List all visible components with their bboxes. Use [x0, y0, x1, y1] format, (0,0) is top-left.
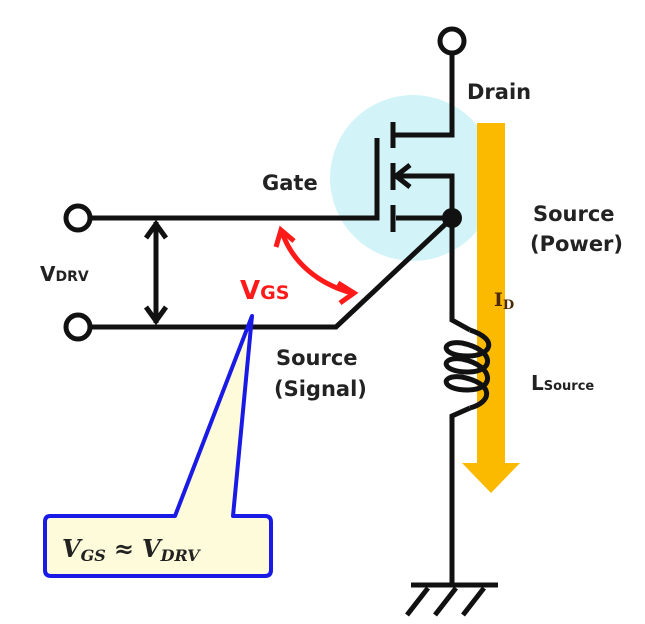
- callout-approx-symbol: ≈: [114, 534, 134, 563]
- vgs-label-sub: GS: [260, 282, 289, 304]
- id-label-sub: D: [503, 298, 514, 313]
- source-power-label-line1: Source: [533, 202, 615, 226]
- gate-drive-terminal-top: [63, 203, 93, 233]
- vdrv-label: VDRV: [40, 262, 89, 286]
- callout-lhs-main: V: [62, 534, 83, 563]
- source-inductor: [443, 218, 492, 585]
- kelvin-source-wire: [90, 216, 454, 330]
- drain-label: Drain: [467, 80, 531, 104]
- source-signal-label-line1: Source: [276, 346, 358, 370]
- callout-lhs-sub: GS: [81, 546, 106, 565]
- vdrv-label-sub: DRV: [55, 269, 88, 285]
- callout-rhs-main: V: [142, 534, 163, 563]
- callout-equation: VGS≈VDRV: [62, 534, 201, 565]
- vgs-label-main: V: [240, 276, 260, 306]
- vdrv-double-arrow: [143, 219, 169, 326]
- callout-rhs-sub: DRV: [160, 546, 202, 565]
- id-label: ID: [494, 289, 514, 313]
- vgs-label: VGS: [240, 276, 289, 306]
- drain-wire: [393, 53, 455, 138]
- vdrv-label-main: V: [40, 262, 56, 286]
- gate-drive-terminal-bottom: [63, 312, 93, 342]
- ground-icon: [405, 582, 498, 617]
- lsource-label-sub: Source: [544, 379, 595, 394]
- vgs-angle-arrow: [273, 225, 359, 306]
- vgs-approx-vdrv-callout: [43, 314, 273, 578]
- lsource-label-main: L: [531, 371, 544, 395]
- source-signal-label-line2: (Signal): [274, 377, 367, 401]
- gate-wire: [90, 138, 380, 221]
- drain-current-arrow: [462, 123, 520, 493]
- gate-label: Gate: [262, 171, 318, 195]
- source-power-label-line2: (Power): [530, 232, 623, 256]
- drain-terminal: [437, 26, 467, 56]
- id-label-main: I: [494, 289, 503, 311]
- lsource-label: LSource: [531, 371, 594, 395]
